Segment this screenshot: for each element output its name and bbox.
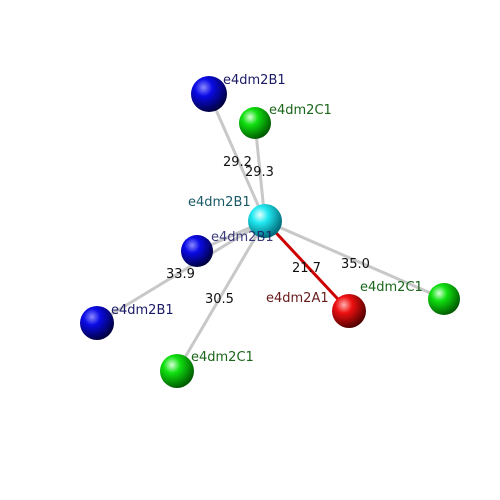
distance-label-red: 21.7: [292, 261, 321, 276]
atom-mid-blue[interactable]: [181, 235, 213, 267]
atom-label-left-blue: e4dm2B1: [111, 303, 174, 318]
atom-label-group: e4dm2B1 e4dm2C1 e4dm2B1 e4dm2B1 e4dm2B1 …: [111, 73, 423, 365]
atom-label-top-blue: e4dm2B1: [223, 73, 286, 88]
atom-label-red: e4dm2A1: [266, 291, 329, 306]
atom-right-green[interactable]: [428, 283, 460, 315]
edge-right-green: [264, 219, 445, 301]
distance-label-group: 29.2 29.3 33.9 30.5 21.7 35.0: [166, 155, 370, 307]
atom-label-top-green: e4dm2C1: [269, 103, 332, 118]
edge-red: [263, 219, 351, 313]
atom-label-center: e4dm2B1: [188, 195, 251, 210]
distance-label-top-green: 29.3: [245, 165, 274, 180]
atom-label-mid-blue: e4dm2B1: [211, 230, 274, 245]
distance-label-left-blue: 33.9: [166, 267, 195, 282]
atom-bottom-green[interactable]: [160, 354, 194, 388]
distance-label-top-blue: 29.2: [223, 155, 252, 170]
edge-bottom-green: [175, 220, 267, 372]
atom-group: [80, 76, 460, 388]
atom-top-green[interactable]: [239, 107, 271, 139]
atom-left-blue[interactable]: [80, 306, 114, 340]
atom-center[interactable]: [248, 204, 282, 238]
atom-top-blue[interactable]: [191, 76, 227, 112]
distance-label-bottom-green: 30.5: [205, 292, 234, 307]
atom-red[interactable]: [332, 294, 366, 328]
edge-left-blue: [96, 219, 266, 325]
distance-label-right-green: 35.0: [341, 257, 370, 272]
atom-label-right-green: e4dm2C1: [360, 280, 423, 295]
atom-label-bottom-green: e4dm2C1: [191, 350, 254, 365]
edge-top-blue: [207, 93, 267, 222]
